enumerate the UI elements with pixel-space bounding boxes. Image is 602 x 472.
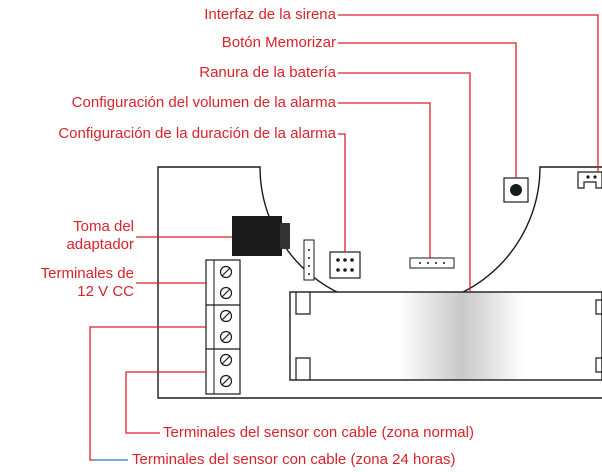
wired-sensor-normal-label: Terminales del sensor con cable (zona no… [163, 424, 474, 441]
adapter-socket-component [232, 216, 290, 256]
duration-leader [338, 133, 346, 252]
volume-header-component [409, 257, 455, 269]
alarm-volume-label: Configuración del volumen de la alarma [71, 94, 336, 111]
screw-4 [219, 330, 233, 344]
adapter-socket-label-line2: adaptador [66, 236, 134, 253]
memorize-leader [338, 42, 517, 178]
battery-slot-label: Ranura de la batería [199, 64, 336, 81]
battery-leader [338, 72, 471, 292]
volume-leader [338, 102, 431, 258]
memorize-button-label: Botón Memorizar [221, 34, 336, 51]
memorize-button-component [503, 177, 529, 203]
dc-terminals-label-line2: 12 V CC [77, 283, 134, 300]
normal-zone-leader [125, 371, 206, 434]
siren-leader [338, 14, 599, 172]
terminal-block [205, 259, 241, 395]
siren-interface-label: Interfaz de la sirena [204, 6, 336, 23]
screw-5 [219, 353, 233, 367]
screw-6 [219, 374, 233, 388]
alarm-duration-label: Configuración de la duración de la alarm… [58, 125, 336, 142]
screw-2 [219, 286, 233, 300]
battery-compartment [289, 291, 602, 381]
dc-terminals-label-line1: Terminales de [40, 265, 134, 282]
wired-sensor-24h-label: Terminales del sensor con cable (zona 24… [132, 451, 456, 468]
h24-zone-leader [89, 326, 206, 461]
siren-connector [577, 171, 602, 189]
screw-1 [219, 265, 233, 279]
adapter-socket-label-line1: Toma del [73, 218, 134, 235]
vertical-header-component [303, 239, 315, 281]
duration-jumper-component [329, 251, 361, 279]
screw-3 [219, 309, 233, 323]
